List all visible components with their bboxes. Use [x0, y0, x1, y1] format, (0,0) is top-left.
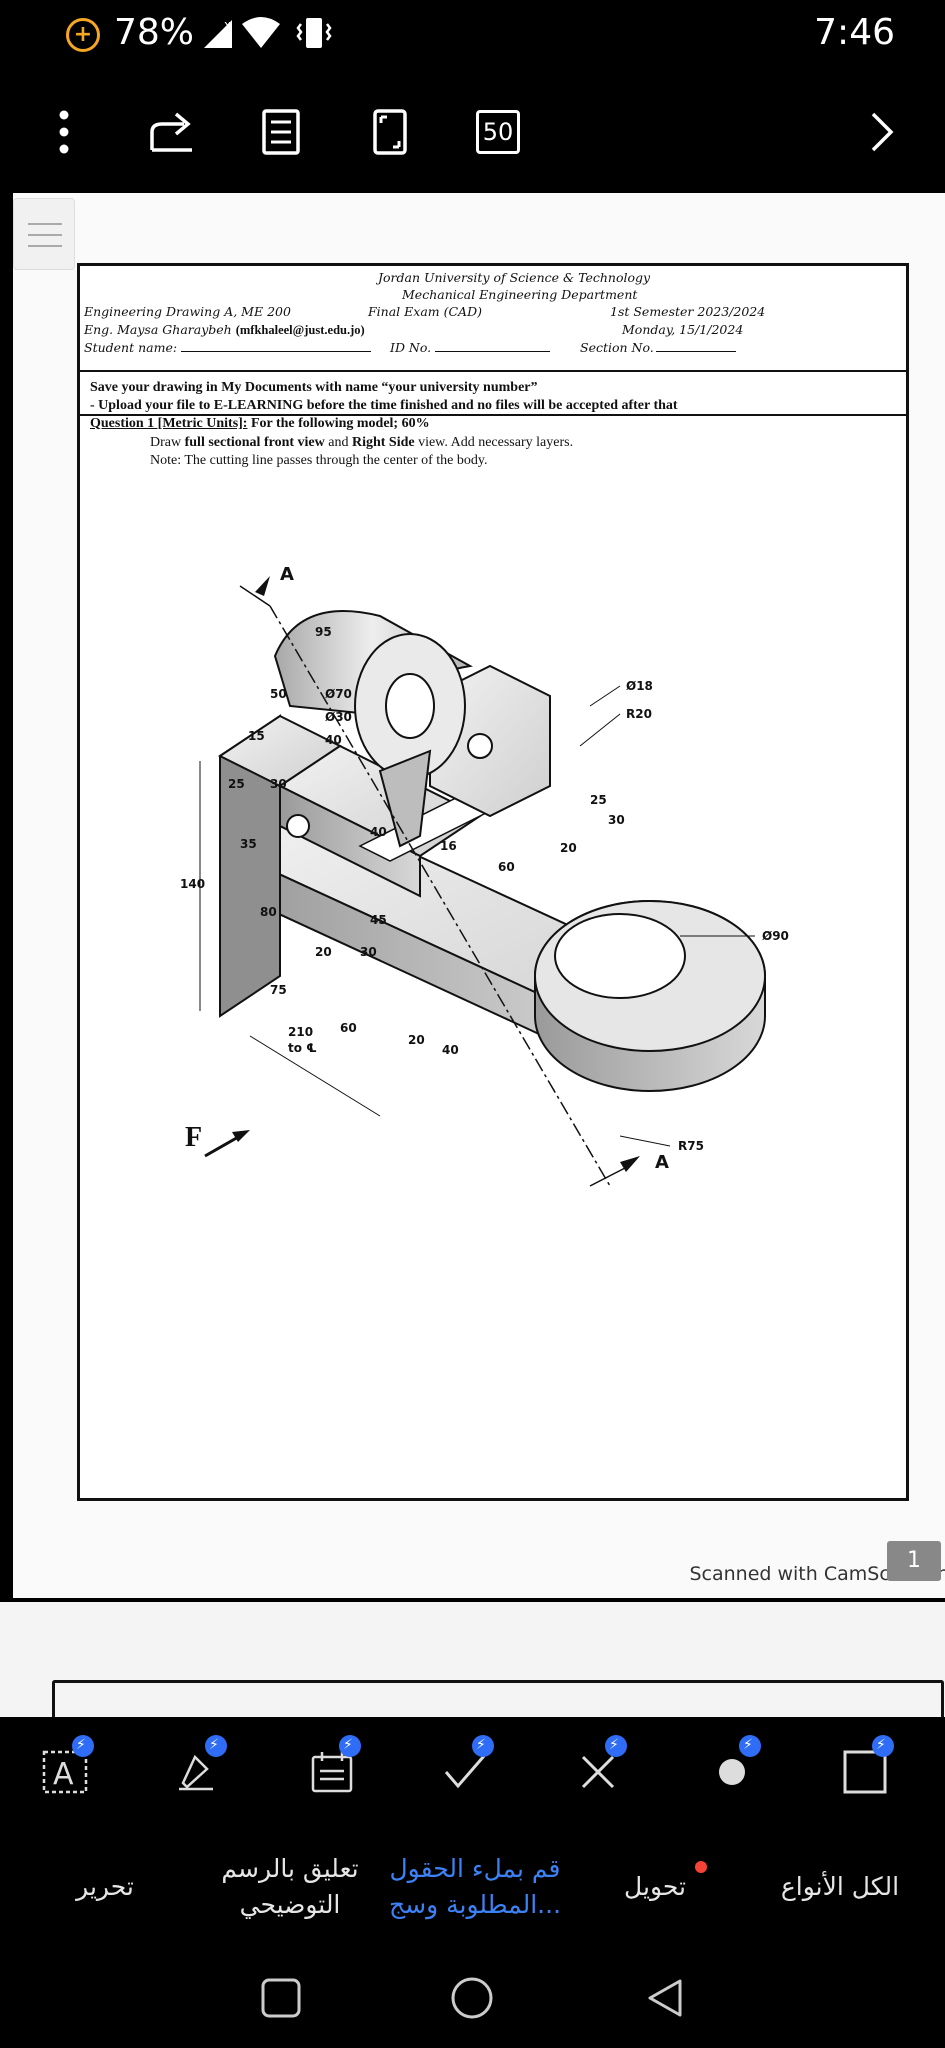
dim-label: 210 [288, 1025, 313, 1039]
page-count-icon[interactable]: 50 [470, 104, 526, 160]
checkmark-icon[interactable] [430, 1735, 500, 1807]
dim-label: 20 [315, 945, 332, 959]
rectangle-icon[interactable] [830, 1735, 900, 1807]
viewer-toolbar: 50 [0, 90, 945, 170]
dot-icon[interactable] [697, 1735, 767, 1807]
next-page-preview[interactable] [0, 1602, 945, 1717]
dim-label: 140 [180, 877, 205, 891]
question-note: Note: The cutting line passes through th… [150, 453, 488, 468]
dim-label: 80 [260, 905, 277, 919]
system-nav-bar [0, 1947, 945, 2048]
wifi-icon [242, 17, 280, 48]
edit-tools-bar: A [0, 1717, 945, 1827]
course-name: Engineering Drawing A, ME 200 [84, 304, 291, 319]
dim-label: 60 [340, 1021, 357, 1035]
dim-label: Ø30 [325, 710, 352, 724]
dim-label: Ø18 [626, 679, 653, 693]
tab-convert[interactable]: تحويل [595, 1827, 715, 1947]
dim-label: 40 [442, 1043, 459, 1057]
tab-edit[interactable]: تحرير [76, 1872, 134, 1901]
section-label: Section No. [580, 340, 736, 355]
dim-label: 16 [440, 839, 457, 853]
notification-dot [695, 1861, 707, 1873]
question-task: Draw full sectional front view and Right… [150, 435, 574, 450]
back-icon[interactable] [642, 1975, 688, 2021]
dim-label: 35 [240, 837, 257, 851]
more-vert-icon[interactable] [36, 104, 92, 160]
signature-icon[interactable] [163, 1735, 233, 1807]
exam-sheet: Jordan University of Science & Technolog… [77, 263, 909, 1501]
tab-all-types[interactable]: الكل الأنواع [780, 1872, 900, 1901]
page-number-badge: 1 [887, 1541, 941, 1581]
semester: 1st Semester 2023/2024 [610, 304, 766, 319]
university-name: Jordan University of Science & Technolog… [378, 270, 651, 285]
dim-label: R20 [626, 707, 652, 721]
fullscreen-icon[interactable] [362, 104, 418, 160]
text-field-icon[interactable]: A [30, 1735, 100, 1807]
home-icon[interactable] [449, 1975, 495, 2021]
dim-label: 25 [228, 777, 245, 791]
dim-label: 50 [270, 687, 287, 701]
dim-label: 30 [270, 777, 287, 791]
dim-label: 25 [590, 793, 607, 807]
dim-label: 60 [498, 860, 515, 874]
vibrate-icon [296, 18, 332, 48]
section-mark-a-bottom: A [655, 1152, 669, 1173]
student-name-label: Student name: [84, 340, 372, 355]
section-mark-a-top: A [280, 564, 294, 585]
reading-mode-icon[interactable] [253, 104, 309, 160]
question-title: Question 1 [Metric Units]: For the follo… [90, 416, 430, 431]
share-icon[interactable] [145, 104, 201, 160]
instruction-save: Save your drawing in My Documents with n… [90, 380, 538, 395]
dim-label: 15 [248, 729, 265, 743]
status-bar: + 78% x 7:46 [0, 0, 945, 70]
dim-label: 95 [315, 625, 332, 639]
header-divider [80, 370, 906, 372]
dim-label: 20 [408, 1033, 425, 1047]
date-icon[interactable] [297, 1735, 367, 1807]
clock: 7:46 [814, 12, 895, 53]
signal-icon: x [204, 18, 232, 48]
dim-label: 45 [370, 913, 387, 927]
scanner-watermark: Scanned with CamScanner [689, 1563, 945, 1585]
page-count: 50 [476, 110, 520, 154]
battery-saver-icon: + [66, 18, 100, 52]
document-viewer[interactable]: Jordan University of Science & Technolog… [13, 193, 945, 1598]
dim-label: R75 [678, 1139, 704, 1153]
id-label: ID No. [390, 340, 551, 355]
svg-text:A: A [53, 1757, 74, 1792]
chevron-right-icon[interactable] [854, 104, 910, 160]
front-mark: F [185, 1122, 202, 1153]
page-menu-icon[interactable] [13, 198, 75, 270]
dim-label: Ø70 [325, 687, 352, 701]
dim-label: Ø90 [762, 929, 789, 943]
department-name: Mechanical Engineering Department [402, 287, 638, 302]
dim-label: 40 [325, 733, 342, 747]
exam-name: Final Exam (CAD) [368, 304, 482, 319]
dim-label: 30 [608, 813, 625, 827]
cross-icon[interactable] [563, 1735, 633, 1807]
isometric-drawing: A A F 95 50 Ø70 Ø30 15 40 Ø18 R20 140 25… [180, 564, 789, 1187]
instruction-upload: - Upload your file to E-LEARNING before … [90, 398, 678, 413]
svg-text:x: x [224, 18, 231, 32]
instruction-divider [80, 414, 906, 416]
recents-icon[interactable] [258, 1975, 304, 2021]
next-page-border [52, 1680, 944, 1717]
dim-label: 20 [560, 841, 577, 855]
dim-label: 75 [270, 983, 287, 997]
instructor-name: Eng. Maysa Gharaybeh (mfkhaleel@just.edu… [84, 322, 365, 337]
dim-label: 40 [370, 825, 387, 839]
dim-label: 30 [360, 945, 377, 959]
exam-date: Monday, 15/1/2024 [622, 322, 744, 337]
dim-label: to ℄ [288, 1041, 317, 1055]
battery-percent: 78% [114, 12, 195, 53]
